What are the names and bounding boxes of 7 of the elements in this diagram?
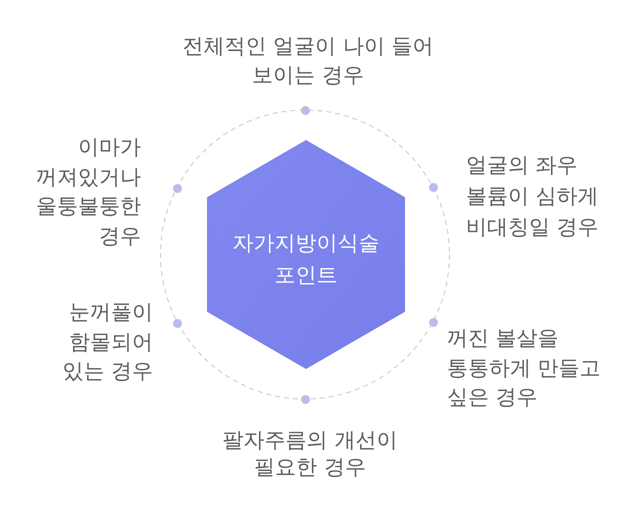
label-text: 팔자주름의 개선이 필요한 경우	[222, 427, 398, 481]
label-text: 이마가 꺼져있거나 울퉁불퉁한 경우	[35, 134, 141, 250]
hexagon: 자가지방이식술 포인트	[207, 140, 405, 369]
label-text: 전체적인 얼굴이 나이 들어 보이는 경우	[181, 33, 435, 89]
label-text: 얼굴의 좌우 볼륨이 심하게 비대칭일 경우	[466, 152, 600, 241]
label-text: 눈꺼풀이 함몰되어 있는 경우	[61, 299, 153, 385]
label-text: 꺼진 볼살을 통통하게 만들고 싶은 경우	[447, 325, 602, 411]
